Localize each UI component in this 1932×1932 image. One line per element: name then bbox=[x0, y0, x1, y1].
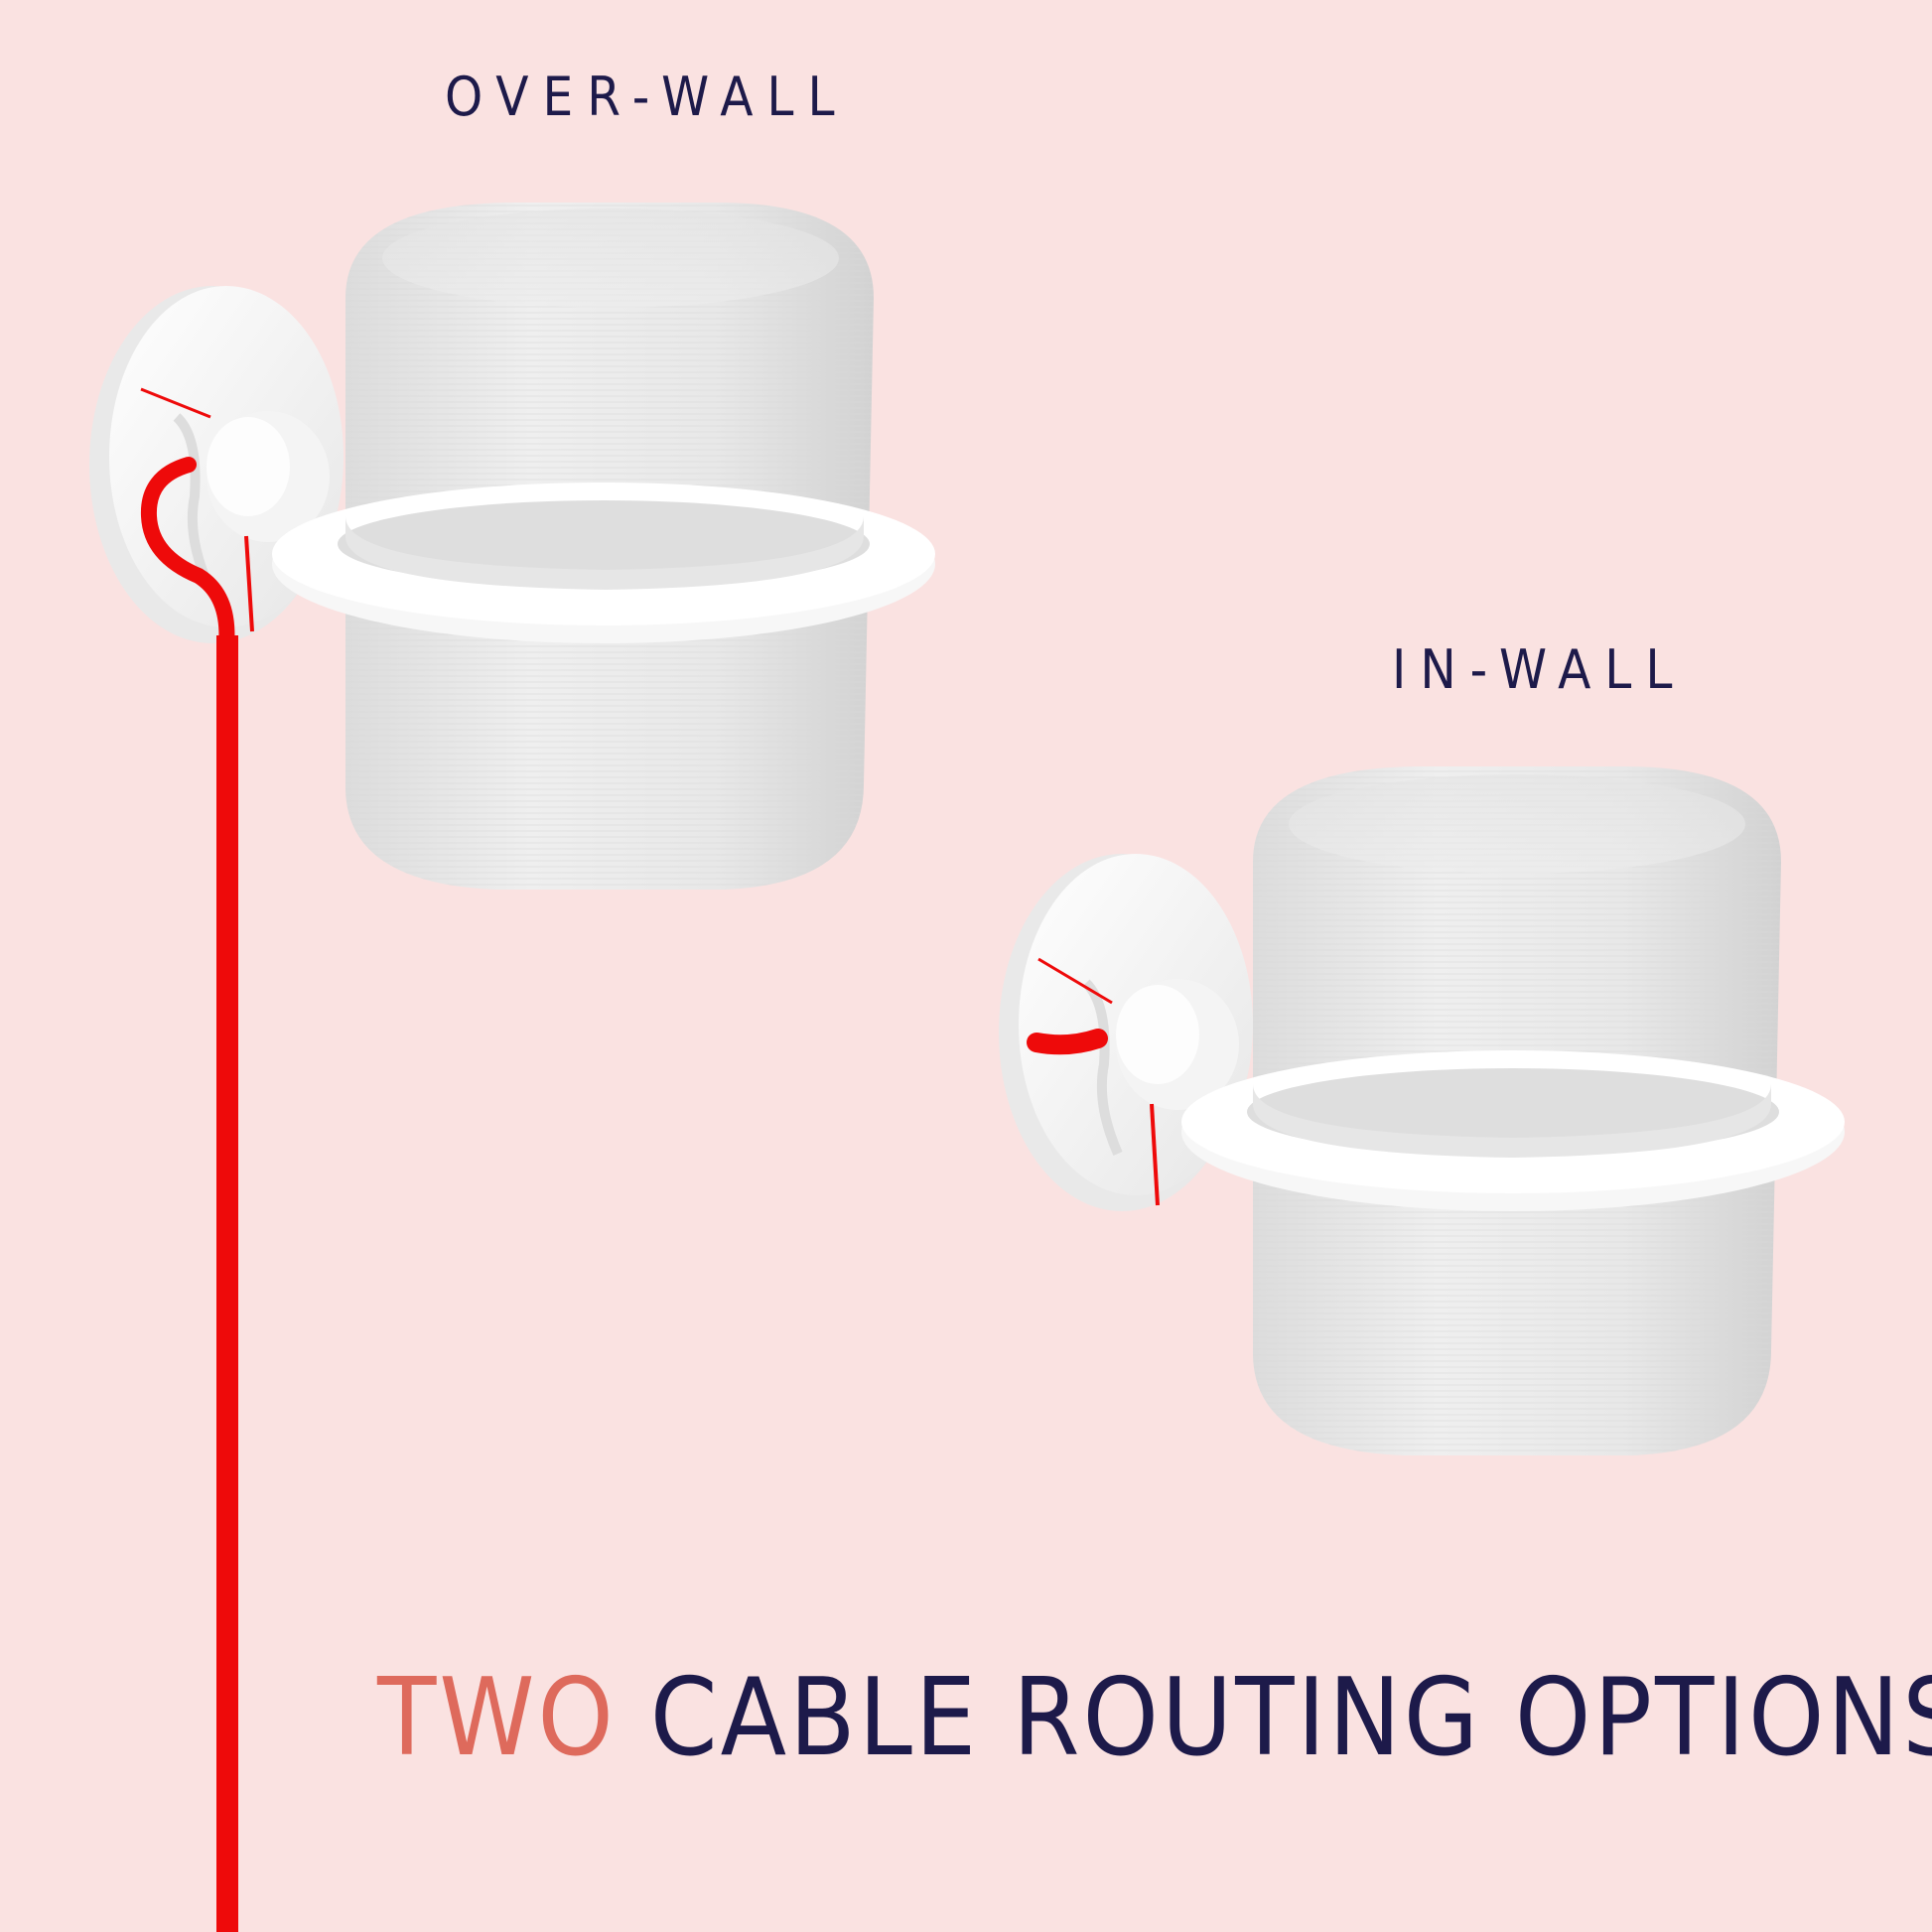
headline-rest: CABLE ROUTING OPTIONS bbox=[649, 1656, 1932, 1780]
headline-accent: TWO bbox=[377, 1656, 617, 1780]
in-wall-cable bbox=[1027, 957, 1160, 1206]
headline: TWO CABLE ROUTING OPTIONS bbox=[377, 1656, 1932, 1780]
over-wall-speaker bbox=[272, 203, 935, 890]
over-wall-cable bbox=[140, 387, 254, 1932]
in-wall-speaker bbox=[1181, 766, 1845, 1455]
in-wall-label: IN-WALL bbox=[1392, 638, 1687, 701]
over-wall-label: OVER-WALL bbox=[445, 66, 849, 128]
